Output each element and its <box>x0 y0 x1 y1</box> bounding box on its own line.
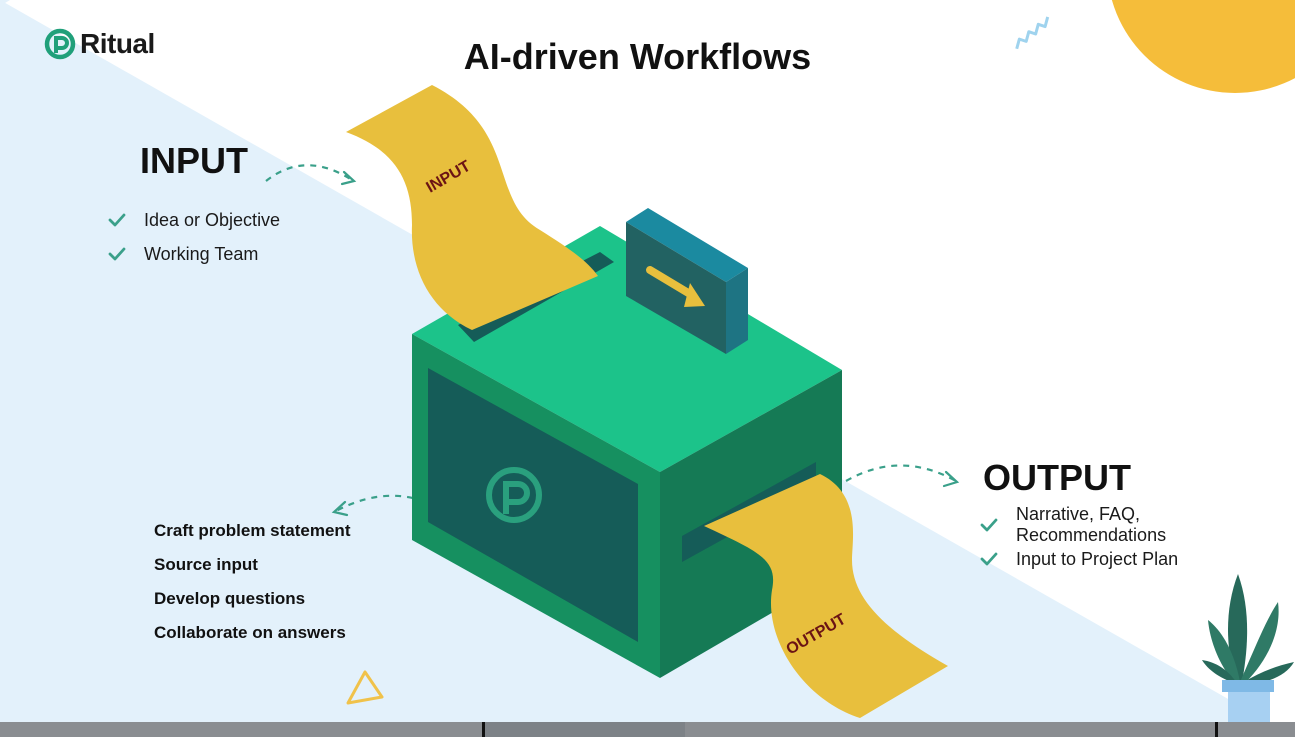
list-item: Craft problem statement <box>154 521 351 540</box>
ritual-logo-icon <box>44 28 76 60</box>
panel-logo-icon <box>486 467 542 523</box>
triangle-outline-decoration <box>346 670 384 705</box>
list-item: Narrative, FAQ, Recommendations <box>980 504 1295 545</box>
display-panel-top <box>626 208 748 282</box>
zigzag-decoration <box>1015 16 1050 50</box>
output-heading: OUTPUT <box>983 457 1131 498</box>
output-checklist: Narrative, FAQ, Recommendations Input to… <box>980 504 1295 576</box>
list-item: Collaborate on answers <box>154 623 346 642</box>
slide-title: AI-driven Workflows <box>463 36 812 77</box>
check-icon <box>108 213 126 227</box>
process-steps-list: Craft problem statement Source input Dev… <box>154 514 350 650</box>
sun-circle <box>1111 0 1295 93</box>
dashed-arrow-to-output <box>845 464 957 482</box>
input-checklist: Idea or Objective Working Team <box>108 203 280 271</box>
input-item-label: Idea or Objective <box>144 209 281 230</box>
list-item: Working Team <box>108 237 280 271</box>
dashed-arrow-to-input <box>265 164 353 182</box>
input-heading: INPUT <box>140 140 248 181</box>
brand-logo: Ritual <box>44 28 155 60</box>
display-panel-side <box>726 268 748 354</box>
dashed-arrow-head <box>340 170 357 186</box>
bottom-bar <box>0 722 1295 737</box>
brand-name: Ritual <box>80 28 155 59</box>
plant-pot-rim <box>1222 680 1274 692</box>
output-item-label: Narrative, FAQ, Recommendations <box>1016 504 1167 545</box>
check-icon <box>108 247 126 261</box>
dashed-arrow-head <box>331 500 349 517</box>
list-item: Source input <box>154 555 258 574</box>
light-blue-top-left <box>0 0 10 6</box>
arrow-right-icon <box>646 266 705 307</box>
list-item: Develop questions <box>154 589 306 608</box>
output-item-label: Input to Project Plan <box>1016 548 1179 569</box>
dashed-arrow-head <box>942 470 960 488</box>
potted-plant-illustration <box>1202 574 1294 732</box>
check-icon <box>980 552 998 566</box>
list-item: Input to Project Plan <box>980 542 1295 576</box>
machine-front-panel <box>428 368 638 642</box>
input-ribbon <box>346 85 598 330</box>
check-icon <box>980 518 998 532</box>
output-ribbon <box>704 474 948 718</box>
list-item: Idea or Objective <box>108 203 280 237</box>
input-item-label: Working Team <box>144 243 259 264</box>
